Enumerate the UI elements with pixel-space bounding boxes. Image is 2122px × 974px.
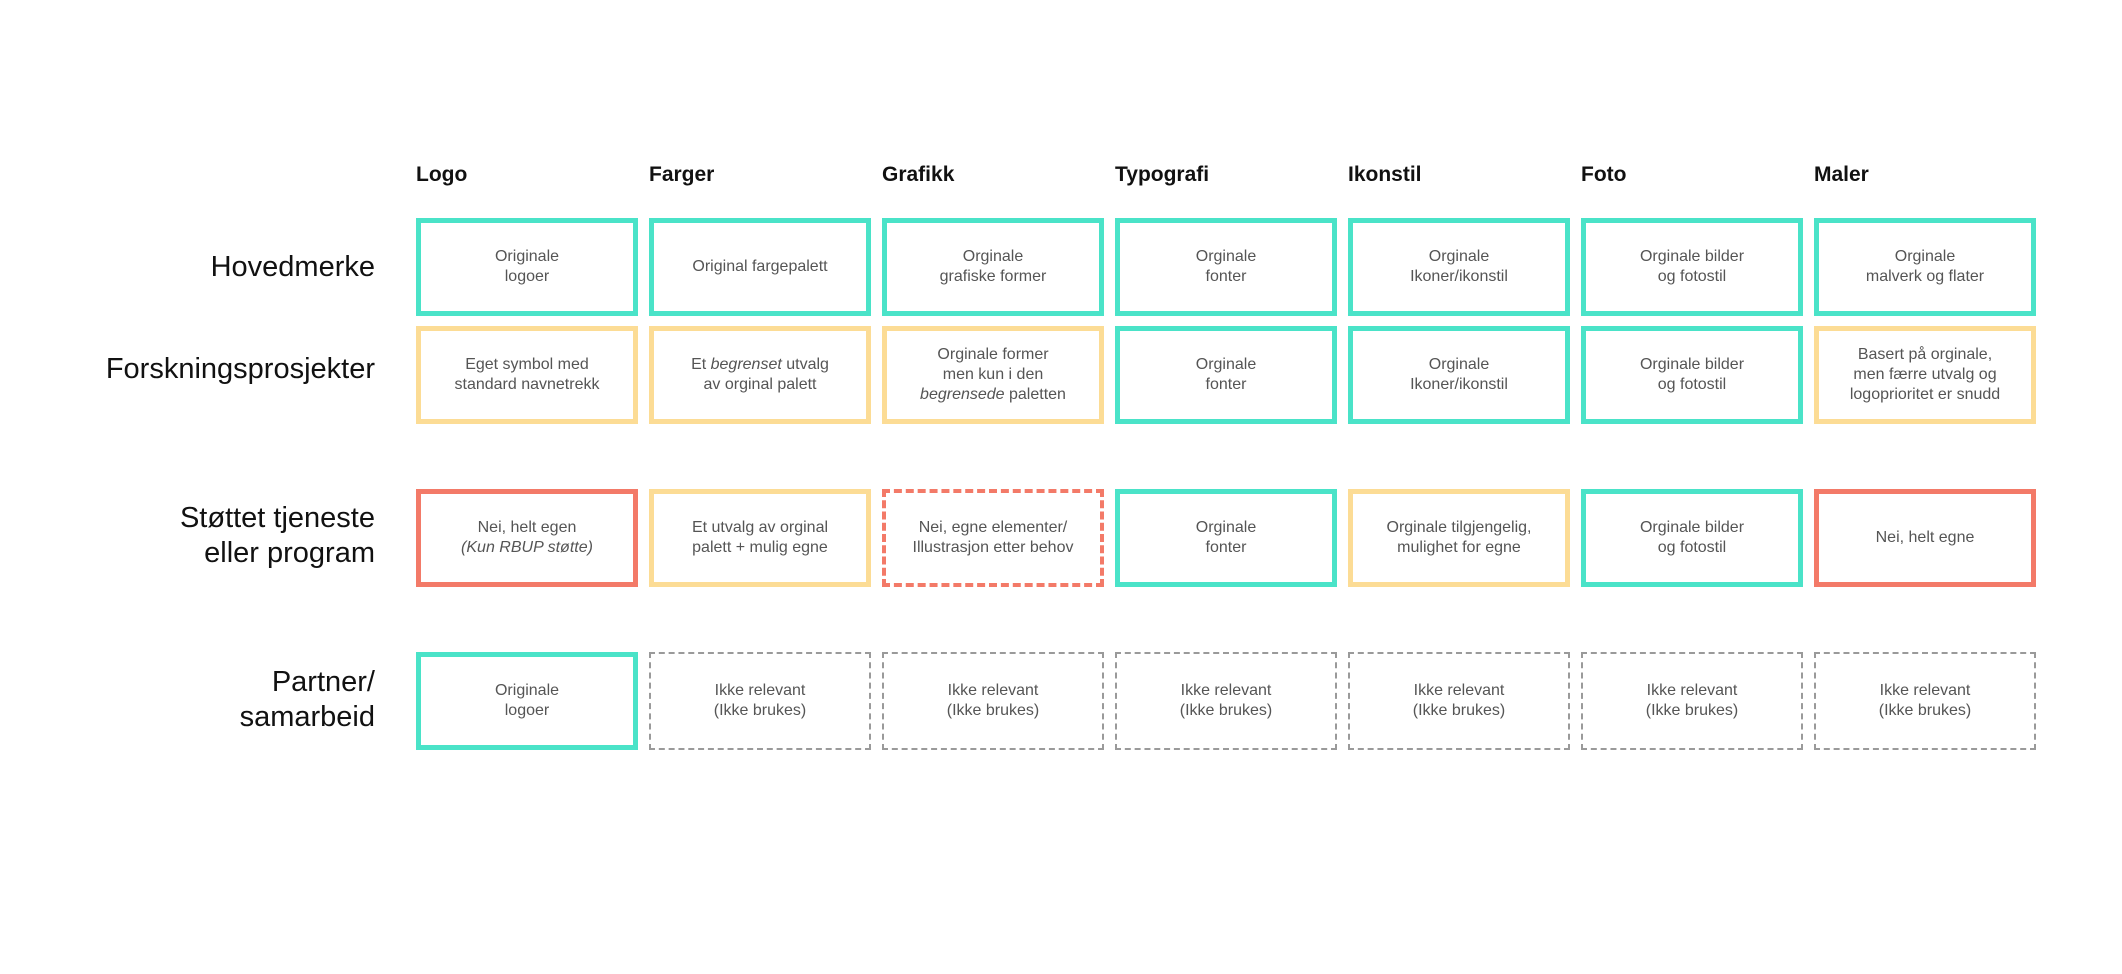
matrix-cell: Orginale Ikoner/ikonstil <box>1348 218 1570 316</box>
cell-text: Ikke relevant (Ikke brukes) <box>1179 682 1273 719</box>
matrix-cell: Orginale grafiske former <box>882 218 1104 316</box>
matrix-cell: Et utvalg av orginal palett + mulig egne <box>649 489 871 587</box>
cell-text: Ikke relevant (Ikke brukes) <box>1645 682 1739 719</box>
row-label: Partner/ samarbeid <box>239 666 375 733</box>
cell-text: Ikke relevant (Ikke brukes) <box>713 682 807 719</box>
cell-text: Orginale tilgjengelig, mulighet for egne <box>1386 519 1532 556</box>
cell-text: Et utvalg av orginal palett + mulig egne <box>691 519 829 556</box>
matrix-cell: Basert på orginale, men færre utvalg og … <box>1814 326 2036 424</box>
cell-text: Eget symbol med standard navnetrekk <box>454 356 600 393</box>
row-label: Forskningsprosjekter <box>105 352 375 385</box>
column-header-maler: Maler <box>1814 163 1869 186</box>
matrix-cell: Ikke relevant (Ikke brukes) <box>1581 652 1803 750</box>
cell-text: Nei, egne elementer/ Illustrasjon etter … <box>912 519 1074 556</box>
column-header-farger: Farger <box>649 163 715 186</box>
matrix-cell: Orginale bilder og fotostil <box>1581 218 1803 316</box>
matrix-cell: Orginale fonter <box>1115 489 1337 587</box>
matrix-cell: Nei, helt egen(Kun RBUP støtte) <box>416 489 638 587</box>
cell-text: Orginale bilder og fotostil <box>1639 519 1745 556</box>
cell-text: Nei, helt egen(Kun RBUP støtte) <box>461 519 593 556</box>
matrix-cell: Ikke relevant (Ikke brukes) <box>1115 652 1337 750</box>
matrix-cell: Nei, helt egne <box>1814 489 2036 587</box>
row-label: Støttet tjeneste eller program <box>179 502 375 569</box>
cell-text: Orginale bilder og fotostil <box>1639 248 1745 285</box>
matrix-cell: Ikke relevant (Ikke brukes) <box>1814 652 2036 750</box>
matrix-cell: Orginale fonter <box>1115 218 1337 316</box>
matrix-cell: Eget symbol med standard navnetrekk <box>416 326 638 424</box>
cell-text: Original fargepalett <box>692 258 828 275</box>
cell-text: Orginale fonter <box>1195 519 1257 556</box>
column-header-typografi: Typografi <box>1115 163 1210 186</box>
cell-text: Ikke relevant (Ikke brukes) <box>1878 682 1972 719</box>
matrix-cell: Ikke relevant (Ikke brukes) <box>882 652 1104 750</box>
matrix-cell: Orginale malverk og flater <box>1814 218 2036 316</box>
matrix-cell: Nei, egne elementer/ Illustrasjon etter … <box>882 489 1104 587</box>
cell-text: Orginale Ikoner/ikonstil <box>1410 248 1508 285</box>
matrix-cell: Original fargepalett <box>649 218 871 316</box>
cell-text: Orginale malverk og flater <box>1865 248 1985 285</box>
column-header-foto: Foto <box>1581 163 1627 186</box>
matrix-cell: Orginale bilder og fotostil <box>1581 326 1803 424</box>
row-label: Hovedmerke <box>210 250 375 283</box>
cell-text: Ikke relevant (Ikke brukes) <box>946 682 1040 719</box>
matrix-cell: Orginale bilder og fotostil <box>1581 489 1803 587</box>
cell-text: Originale logoer <box>494 248 560 285</box>
cell-text: Nei, helt egne <box>1875 529 1975 546</box>
cell-text: Basert på orginale, men færre utvalg og … <box>1849 346 2001 403</box>
matrix-cell: Ikke relevant (Ikke brukes) <box>649 652 871 750</box>
matrix-cell: Orginale tilgjengelig, mulighet for egne <box>1348 489 1570 587</box>
column-header-ikonstil: Ikonstil <box>1348 163 1422 186</box>
matrix-cell: Originale logoer <box>416 652 638 750</box>
cell-text: Originale logoer <box>494 682 560 719</box>
matrix-cell: Orginale fonter <box>1115 326 1337 424</box>
matrix-cell: Originale logoer <box>416 218 638 316</box>
cell-text: Orginale fonter <box>1195 248 1257 285</box>
cell-text: Orginale grafiske former <box>939 248 1047 285</box>
cell-text: Orginale bilder og fotostil <box>1639 356 1745 393</box>
cell-text: Orginale fonter <box>1195 356 1257 393</box>
matrix-cell: Orginale Ikoner/ikonstil <box>1348 326 1570 424</box>
cell-text: Orginale Ikoner/ikonstil <box>1410 356 1508 393</box>
cell-text: Ikke relevant (Ikke brukes) <box>1412 682 1506 719</box>
matrix-cell: Ikke relevant (Ikke brukes) <box>1348 652 1570 750</box>
column-header-grafikk: Grafikk <box>882 163 955 186</box>
column-header-logo: Logo <box>416 163 468 186</box>
